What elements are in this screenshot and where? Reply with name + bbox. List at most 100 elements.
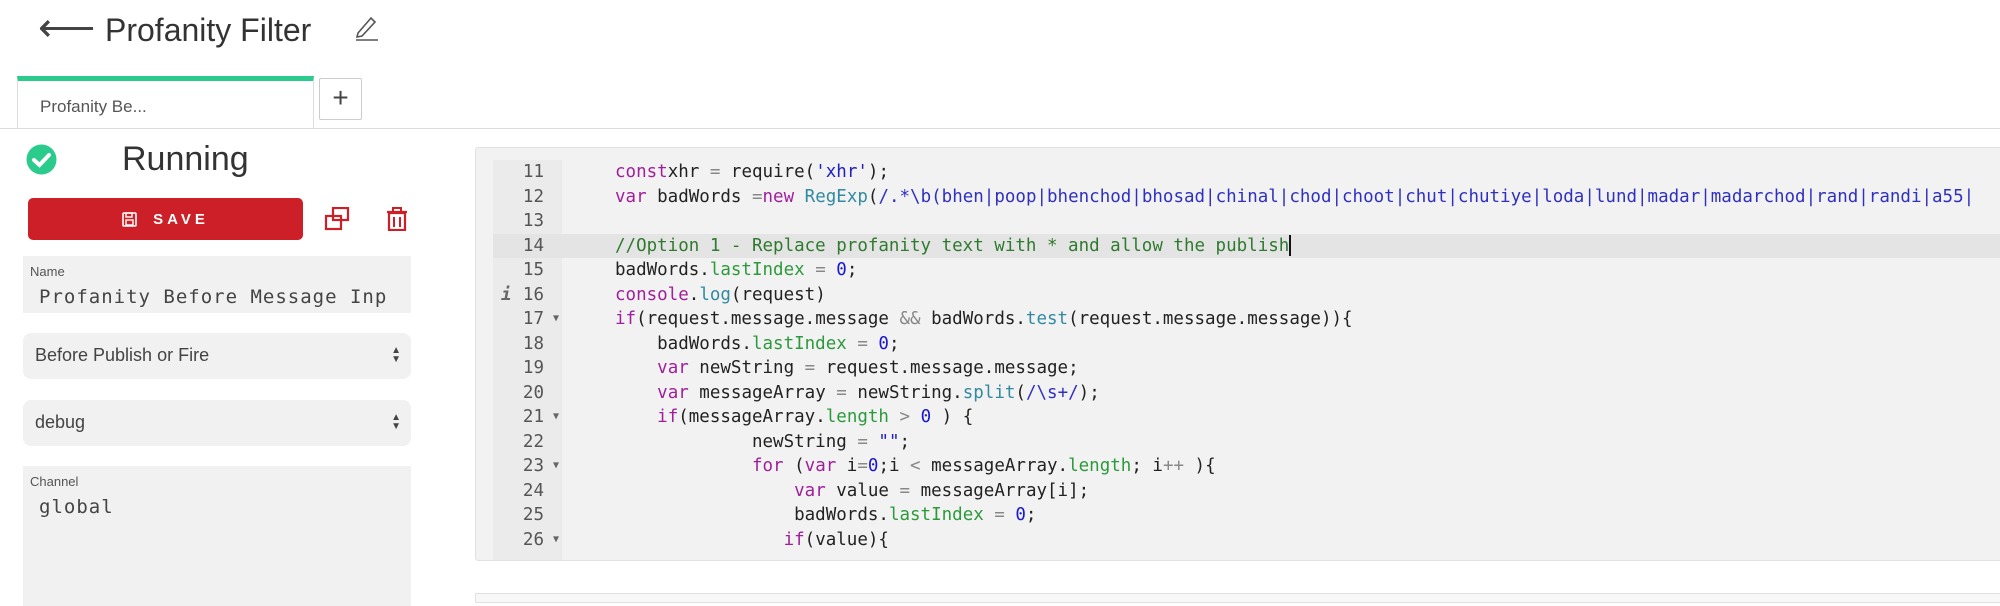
name-field[interactable]: Name Profanity Before Message Inp xyxy=(23,256,411,313)
log-level-select[interactable]: debug ▲▼ xyxy=(23,400,411,446)
code-line[interactable]: 14 //Option 1 - Replace profanity text wi… xyxy=(493,233,2000,258)
line-code: var value = messageArray[i]; xyxy=(562,479,1089,504)
fold-arrow-icon[interactable]: ▼ xyxy=(552,533,559,545)
code-line[interactable]: 19 var newString = request.message.messa… xyxy=(493,356,2000,381)
delete-button[interactable] xyxy=(386,207,408,236)
event-type-select[interactable]: Before Publish or Fire ▲▼ xyxy=(23,333,411,379)
code-line[interactable]: 18 badWords.lastIndex = 0; xyxy=(493,332,2000,357)
code-token: ); xyxy=(867,162,889,182)
code-token: var xyxy=(657,358,689,378)
code-token: newString xyxy=(615,431,858,452)
code-token: ( xyxy=(867,186,879,207)
code-token: i xyxy=(836,456,858,476)
back-button[interactable]: ⟵ xyxy=(38,8,95,48)
code-line[interactable]: 24 var value = messageArray[i]; xyxy=(493,479,2000,504)
code-token: = xyxy=(899,480,911,501)
line-number: 15 xyxy=(522,260,544,280)
code-token: 0 xyxy=(920,407,932,427)
line-number: 14 xyxy=(522,235,544,256)
line-number: 24 xyxy=(522,480,544,501)
code-token: badWords. xyxy=(615,333,752,354)
code-token: 0 xyxy=(867,456,879,476)
add-tab-button[interactable]: + xyxy=(319,78,362,120)
line-code: for (var i=0;i < messageArray.length; i+… xyxy=(562,454,1216,479)
select-arrows-icon: ▲▼ xyxy=(391,345,401,365)
code-line[interactable]: 25 badWords.lastIndex = 0; xyxy=(493,503,2000,528)
fold-arrow-icon[interactable]: ▼ xyxy=(552,313,559,324)
line-number: 17▼ xyxy=(493,307,562,332)
code-token: badWords. xyxy=(615,260,710,280)
code-token: length xyxy=(825,407,889,427)
line-number: 21▼ xyxy=(493,405,562,430)
code-token: split xyxy=(962,382,1016,403)
tab-profanity-before[interactable]: Profanity Be... xyxy=(17,76,314,128)
code-token: /\s+/ xyxy=(1025,382,1079,403)
code-line[interactable]: 13 xyxy=(493,209,2000,234)
code-token: > xyxy=(888,407,921,427)
code-token: var xyxy=(794,480,826,501)
line-gutter xyxy=(493,160,562,560)
save-button[interactable]: SAVE xyxy=(28,198,303,240)
code-token: xhr xyxy=(667,162,710,182)
code-token: var xyxy=(615,186,647,207)
fold-arrow-icon[interactable]: ▼ xyxy=(552,411,559,422)
code-token: = xyxy=(751,186,763,207)
channel-field[interactable]: Channel global xyxy=(23,466,411,606)
check-circle-icon xyxy=(26,144,57,175)
code-token: = xyxy=(836,382,847,403)
code-token: require( xyxy=(720,162,816,182)
code-token: for xyxy=(751,456,784,476)
duplicate-button[interactable] xyxy=(324,206,350,236)
code-token: //Option 1 - Replace profanity text with… xyxy=(615,235,1290,256)
code-token: new xyxy=(762,186,795,207)
code-token: log xyxy=(699,284,731,305)
info-icon[interactable]: i xyxy=(501,284,512,305)
trash-icon xyxy=(387,207,407,232)
code-token: if xyxy=(657,407,679,427)
code-token xyxy=(615,383,657,403)
code-line[interactable]: 23▼ for (var i=0;i < messageArray.length… xyxy=(493,454,2000,479)
code-line[interactable]: 20 var messageArray = newString.split(/\… xyxy=(493,381,2000,406)
channel-label: Channel xyxy=(30,474,79,489)
code-token: 0 xyxy=(878,333,889,354)
line-number: 22 xyxy=(522,431,544,452)
event-type-value: Before Publish or Fire xyxy=(35,345,210,365)
code-token xyxy=(615,358,657,378)
code-token: test xyxy=(1025,309,1069,329)
line-code: badWords.lastIndex = 0; xyxy=(562,332,899,357)
line-number: 20 xyxy=(522,382,544,403)
code-token: lastIndex xyxy=(751,333,847,354)
code-token xyxy=(868,432,879,452)
code-line[interactable]: 21▼ if(messageArray.length > 0 ) { xyxy=(493,405,2000,430)
code-token: lastIndex xyxy=(888,505,984,525)
code-token: = xyxy=(857,431,868,452)
name-label: Name xyxy=(30,264,65,279)
code-token: (request.message.message xyxy=(636,309,900,329)
code-token xyxy=(794,187,805,207)
code-token: length xyxy=(1068,456,1132,476)
edit-title-button[interactable] xyxy=(352,12,380,42)
code-token: badWords. xyxy=(615,505,889,525)
code-token: ); xyxy=(1078,382,1100,403)
code-token: messageArray xyxy=(688,382,837,403)
channel-input[interactable]: global xyxy=(39,496,114,518)
name-input[interactable]: Profanity Before Message Inp xyxy=(39,286,388,308)
code-line[interactable]: 22 newString = ""; xyxy=(493,430,2000,455)
code-line[interactable]: 17▼if(request.message.message && badWord… xyxy=(493,307,2000,332)
code-token: = xyxy=(804,260,837,280)
code-token: badWords xyxy=(646,186,752,207)
status-indicator: Running xyxy=(26,140,249,179)
code-token: var xyxy=(657,382,689,403)
code-token: /.*\b(bhen|poop|bhenchod|bhosad|chinal|c… xyxy=(878,186,1975,207)
line-code: var newString = request.message.message; xyxy=(562,356,1078,381)
code-token: = xyxy=(804,358,816,378)
status-label: Running xyxy=(122,140,249,178)
fold-arrow-icon[interactable]: ▼ xyxy=(552,460,559,471)
code-line[interactable]: 26▼ if(value){ xyxy=(493,528,2000,553)
